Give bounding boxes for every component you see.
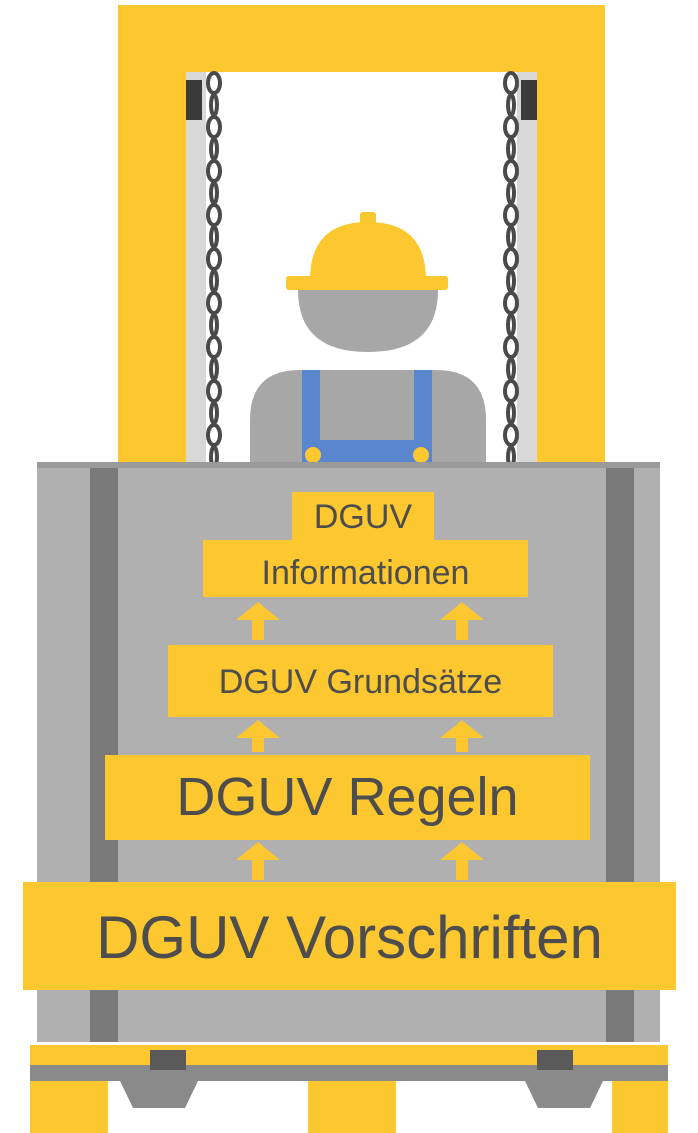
chain-link — [209, 401, 219, 425]
label-grundsaetze: DGUV Grundsätze — [218, 663, 503, 701]
chain-link — [506, 401, 516, 425]
level-box-vorschriften — [23, 882, 676, 990]
chain-link — [503, 291, 519, 315]
label-informationen-line2: Informationen — [261, 554, 470, 592]
label-vorschriften: DGUV Vorschriften — [96, 904, 603, 971]
chain-link — [503, 423, 519, 447]
arrow-up-icon — [440, 720, 484, 752]
chain-link — [209, 269, 219, 293]
chain-link — [506, 313, 516, 337]
chain-link — [206, 335, 222, 359]
label-regeln: DGUV Regeln — [176, 767, 519, 827]
chain-link — [506, 181, 516, 205]
chain-link — [503, 115, 519, 139]
chain-link — [503, 159, 519, 183]
arrow-up-icon — [236, 842, 280, 880]
chain-link — [206, 159, 222, 183]
worker-hardhat-icon — [250, 212, 486, 470]
chain-link — [209, 313, 219, 337]
arrow-up-icon — [236, 602, 280, 640]
chain-link — [209, 357, 219, 381]
chain-link — [506, 225, 516, 249]
pallet-icon — [30, 1045, 668, 1133]
chain-link — [209, 181, 219, 205]
chain-link — [506, 137, 516, 161]
chain-link — [209, 93, 219, 117]
chain-icon — [206, 71, 519, 469]
chain-link — [503, 71, 519, 95]
chain-link — [206, 423, 222, 447]
arrow-up-icon — [440, 842, 484, 880]
chain-link — [206, 247, 222, 271]
forklift-mast-icon — [118, 5, 605, 475]
level-box-grundsaetze — [168, 645, 553, 717]
chain-link — [506, 357, 516, 381]
arrow-up-icon — [236, 720, 280, 752]
chain-link — [206, 379, 222, 403]
arrow-up-icon — [440, 602, 484, 640]
chain-link — [506, 269, 516, 293]
level-box-informationen — [292, 492, 434, 542]
chain-link — [209, 137, 219, 161]
label-informationen-line1: DGUV — [313, 498, 413, 536]
chain-link — [209, 225, 219, 249]
chain-link — [503, 247, 519, 271]
chain-link — [503, 335, 519, 359]
chain-link — [206, 291, 222, 315]
chain-link — [503, 379, 519, 403]
chain-link — [206, 115, 222, 139]
chain-link — [506, 93, 516, 117]
chain-link — [206, 203, 222, 227]
level-box-informationen-wide — [203, 540, 528, 597]
chain-link — [206, 71, 222, 95]
level-box-regeln — [105, 755, 590, 840]
chain-link — [503, 203, 519, 227]
arrow-up-icon — [236, 602, 484, 880]
